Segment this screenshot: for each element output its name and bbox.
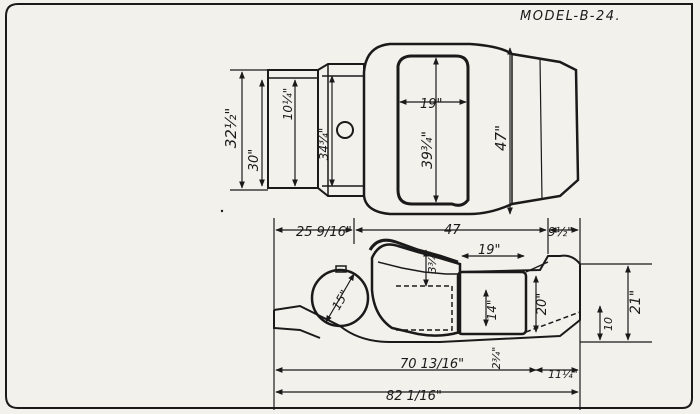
side-chassis [273,254,581,343]
side-body [370,243,462,337]
dim-side-length-70: 70 13/16" [400,357,464,372]
side-seat [456,270,528,336]
dim-plan-step-width: 10¼" [281,88,295,120]
dim-side-rear-overhang: 9½" [548,225,573,239]
dim-side-hood-length: 25 9/16" [296,225,352,240]
dim-plan-overall-width: 32½" [222,108,240,149]
plan-body [362,42,580,216]
dim-plan-body-length: 47" [492,125,510,151]
stray-mark [220,209,224,213]
dim-plan-seat-width: 19" [420,97,443,112]
plan-fuel-cap [336,121,354,139]
dim-side-back-height: 3¾" [426,251,439,274]
dim-side-ground: 2¾" [490,347,503,370]
dim-plan-seat-depth: 39¾" [420,131,436,169]
side-view: 25 9/16" 47 9½" 19" 20" 3¾" 14" 15" 21" … [273,218,652,410]
drawing-title: MODEL-B-24. [520,9,621,24]
side-headrest [368,238,459,264]
dim-side-body-length: 47 [444,223,461,238]
dim-side-cushion: 14" [485,300,499,321]
dim-side-tail: 11¼" [548,368,578,381]
plan-view: 32½" 30" 10¼" 34¾" 19" 39¾" 47" [222,42,580,216]
plan-seat [396,54,470,207]
dim-side-overall-height: 21" [628,290,644,314]
dim-side-seat-height: 20" [535,293,550,316]
sheet-border [5,3,693,409]
dim-plan-width-30: 30" [247,149,262,172]
plan-step-box [267,69,319,189]
side-wheel [310,268,370,328]
dim-side-wheel: 15" [329,287,352,312]
dim-side-overall-length: 82 1/16" [386,389,442,404]
dim-plan-body-width: 34¾" [317,128,331,160]
dim-side-rear-height: 10 [602,317,615,331]
dim-side-seat-width: 19" [478,243,501,258]
